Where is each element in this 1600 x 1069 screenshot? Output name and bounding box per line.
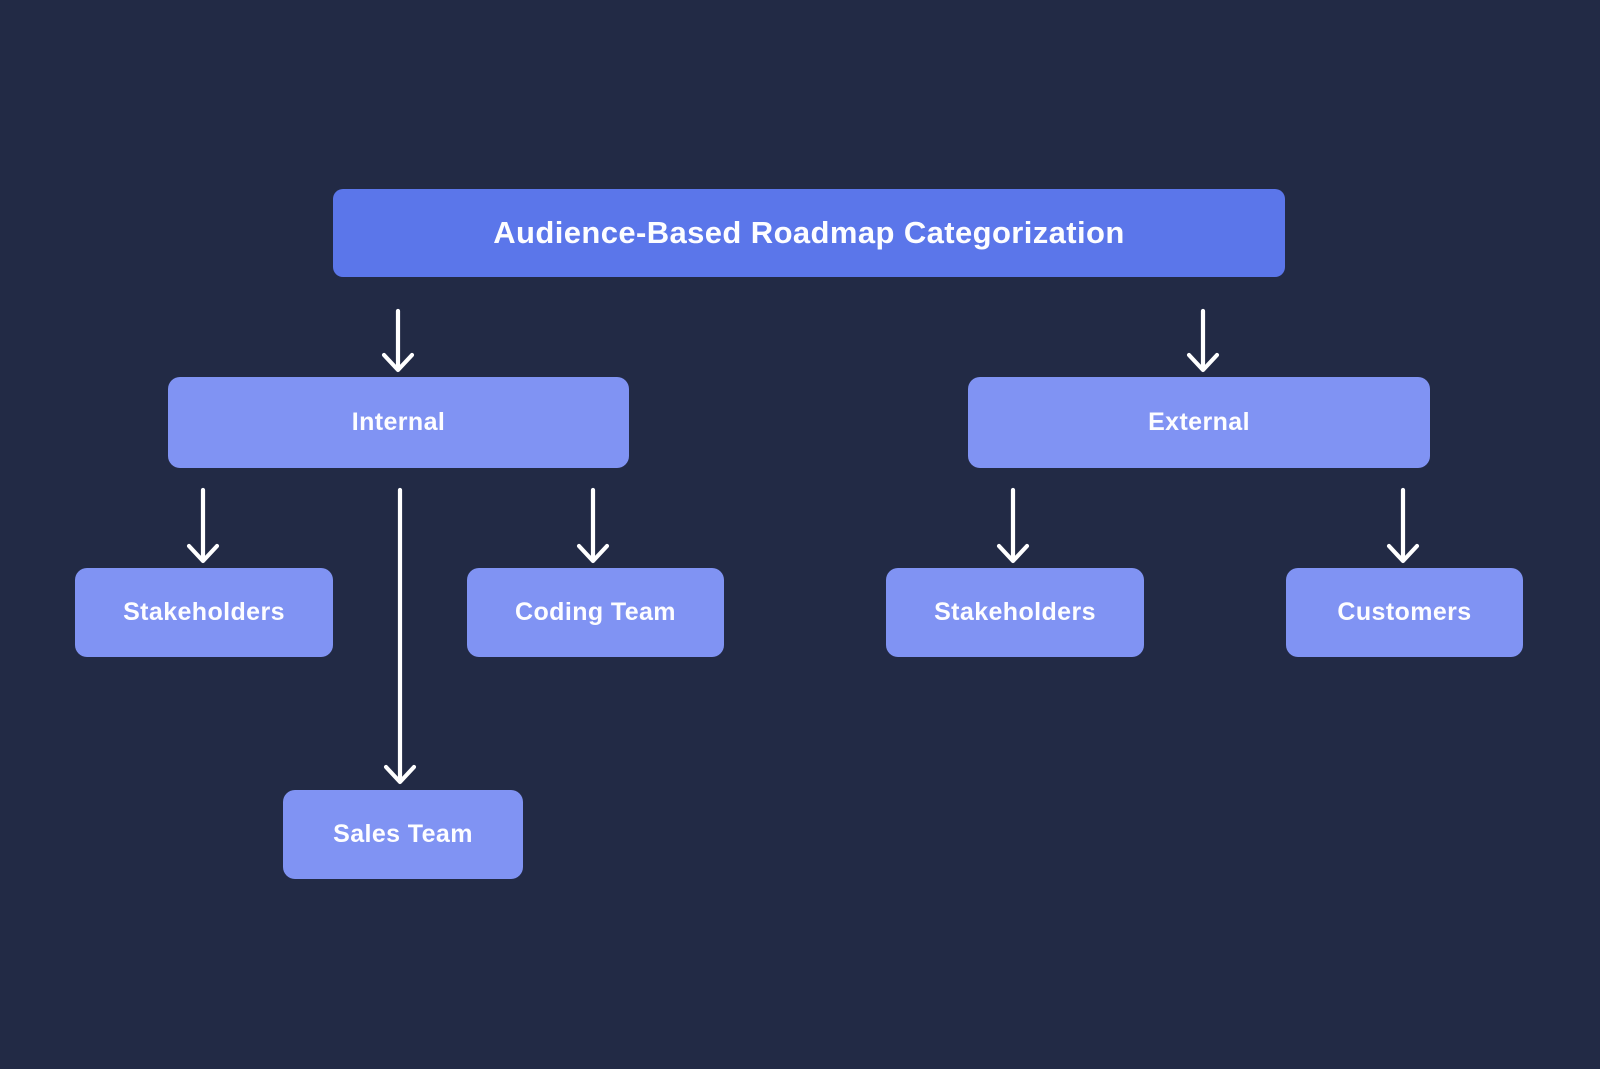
arrow-root-external: [1186, 308, 1220, 373]
node-internal-label: Internal: [351, 408, 446, 436]
arrow-root-internal: [381, 308, 415, 373]
node-customers: Customers: [1286, 568, 1523, 657]
arrow-external-customers: [1386, 487, 1420, 564]
arrow-internal-sales-team: [383, 487, 417, 785]
node-coding-team-label: Coding Team: [515, 598, 676, 626]
node-sales-team-label: Sales Team: [333, 820, 473, 848]
node-sales-team: Sales Team: [283, 790, 523, 879]
node-customers-label: Customers: [1337, 598, 1472, 626]
arrow-external-stakeholders: [996, 487, 1030, 564]
arrow-internal-coding-team: [576, 487, 610, 564]
node-internal-stakeholders: Stakeholders: [75, 568, 333, 657]
node-root-label: Audience-Based Roadmap Categorization: [493, 215, 1125, 250]
node-external-stakeholders: Stakeholders: [886, 568, 1144, 657]
node-internal-stakeholders-label: Stakeholders: [123, 598, 285, 626]
arrow-internal-stakeholders: [186, 487, 220, 564]
node-coding-team: Coding Team: [467, 568, 724, 657]
node-external-label: External: [1148, 408, 1250, 436]
node-external-stakeholders-label: Stakeholders: [934, 598, 1096, 626]
node-internal: Internal: [168, 377, 629, 468]
node-external: External: [968, 377, 1430, 468]
node-root: Audience-Based Roadmap Categorization: [333, 189, 1285, 277]
